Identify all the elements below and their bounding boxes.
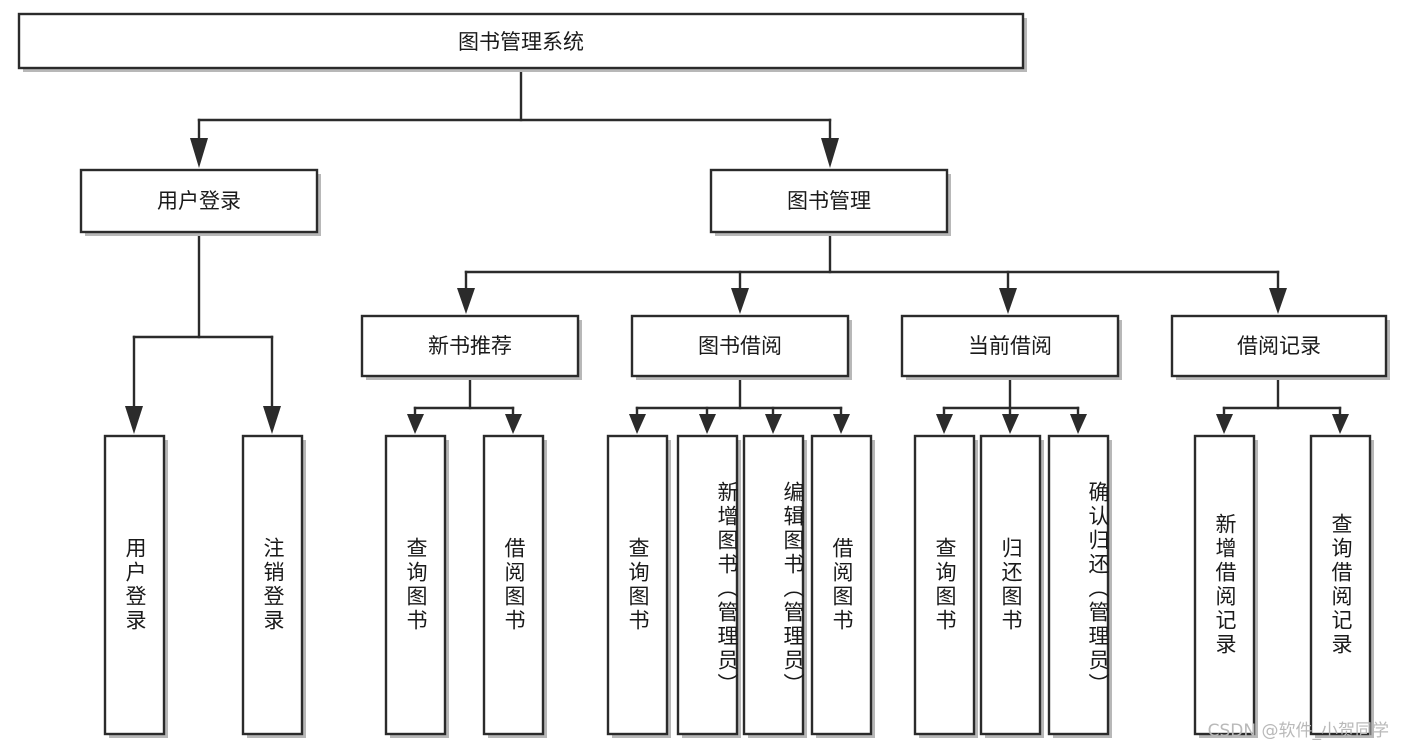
arrow-to-leaf-return-book xyxy=(1002,414,1019,434)
node-book-manage-box[interactable] xyxy=(709,168,949,234)
node-leaf-confirm-return-box[interactable] xyxy=(1047,434,1110,736)
connectors-group xyxy=(125,66,1349,434)
node-borrow-record-box[interactable] xyxy=(1170,314,1388,378)
node-current-borrow-label: 当前借阅 xyxy=(968,334,1052,358)
arrow-to-leaf-confirm-return xyxy=(1070,414,1087,434)
node-leaf-query-book-cur-box[interactable] xyxy=(913,434,976,736)
arrow-to-leaf-query-borrow-record xyxy=(1332,414,1349,434)
arrow-to-leaf-borrow-book-bor xyxy=(833,414,850,434)
arrow-to-leaf-add-book xyxy=(699,414,716,434)
leaf-boxes-group xyxy=(103,434,1374,738)
node-leaf-edit-book-box[interactable] xyxy=(742,434,805,736)
arrow-to-current-borrow xyxy=(999,288,1017,314)
node-leaf-query-book-rec-box[interactable] xyxy=(384,434,447,736)
arrow-to-leaf-logout xyxy=(263,406,281,434)
nodes-group: 图书管理系统 用户登录 图书管理 新书推荐 图书借阅 当前借阅 借阅记录 xyxy=(17,12,1390,738)
node-root-label: 图书管理系统 xyxy=(458,30,584,54)
arrow-to-leaf-query-book-bor xyxy=(629,414,646,434)
arrow-to-book-borrow xyxy=(731,288,749,314)
arrow-to-leaf-user-login xyxy=(125,406,143,434)
node-leaf-logout-box[interactable] xyxy=(241,434,304,736)
node-leaf-user-login-box[interactable] xyxy=(103,434,166,736)
node-book-borrow-box[interactable] xyxy=(630,314,850,378)
node-leaf-add-borrow-record-box[interactable] xyxy=(1193,434,1256,736)
node-leaf-add-book-box[interactable] xyxy=(676,434,739,736)
node-user-login-box[interactable] xyxy=(79,168,319,234)
node-leaf-borrow-book-rec-box[interactable] xyxy=(482,434,545,736)
node-new-book-recommend-box[interactable] xyxy=(360,314,580,378)
arrow-to-leaf-query-book-rec xyxy=(407,414,424,434)
csdn-watermark: CSDN @软件_小贺同学 xyxy=(1207,721,1389,741)
node-user-login-label: 用户登录 xyxy=(157,189,241,213)
node-root-box[interactable] xyxy=(17,12,1025,70)
node-book-borrow-label: 图书借阅 xyxy=(698,334,782,358)
node-leaf-query-book-bor-box[interactable] xyxy=(606,434,669,736)
node-borrow-record-label: 借阅记录 xyxy=(1237,334,1321,358)
node-leaf-return-book-box[interactable] xyxy=(979,434,1042,736)
node-new-book-recommend-label: 新书推荐 xyxy=(428,334,512,358)
node-current-borrow-box[interactable] xyxy=(900,314,1120,378)
arrow-to-leaf-borrow-book-rec xyxy=(505,414,522,434)
arrow-to-borrow-record xyxy=(1269,288,1287,314)
node-book-manage-label: 图书管理 xyxy=(787,189,871,213)
arrow-to-leaf-query-book-cur xyxy=(936,414,953,434)
node-leaf-borrow-book-bor-box[interactable] xyxy=(810,434,873,736)
arrow-to-leaf-edit-book xyxy=(765,414,782,434)
arrow-to-leaf-add-borrow-record xyxy=(1216,414,1233,434)
node-leaf-query-borrow-record-box[interactable] xyxy=(1309,434,1372,736)
arrow-to-book-manage xyxy=(821,138,839,168)
arrow-to-user-login xyxy=(190,138,208,168)
arrow-to-new-book-recommend xyxy=(457,288,475,314)
